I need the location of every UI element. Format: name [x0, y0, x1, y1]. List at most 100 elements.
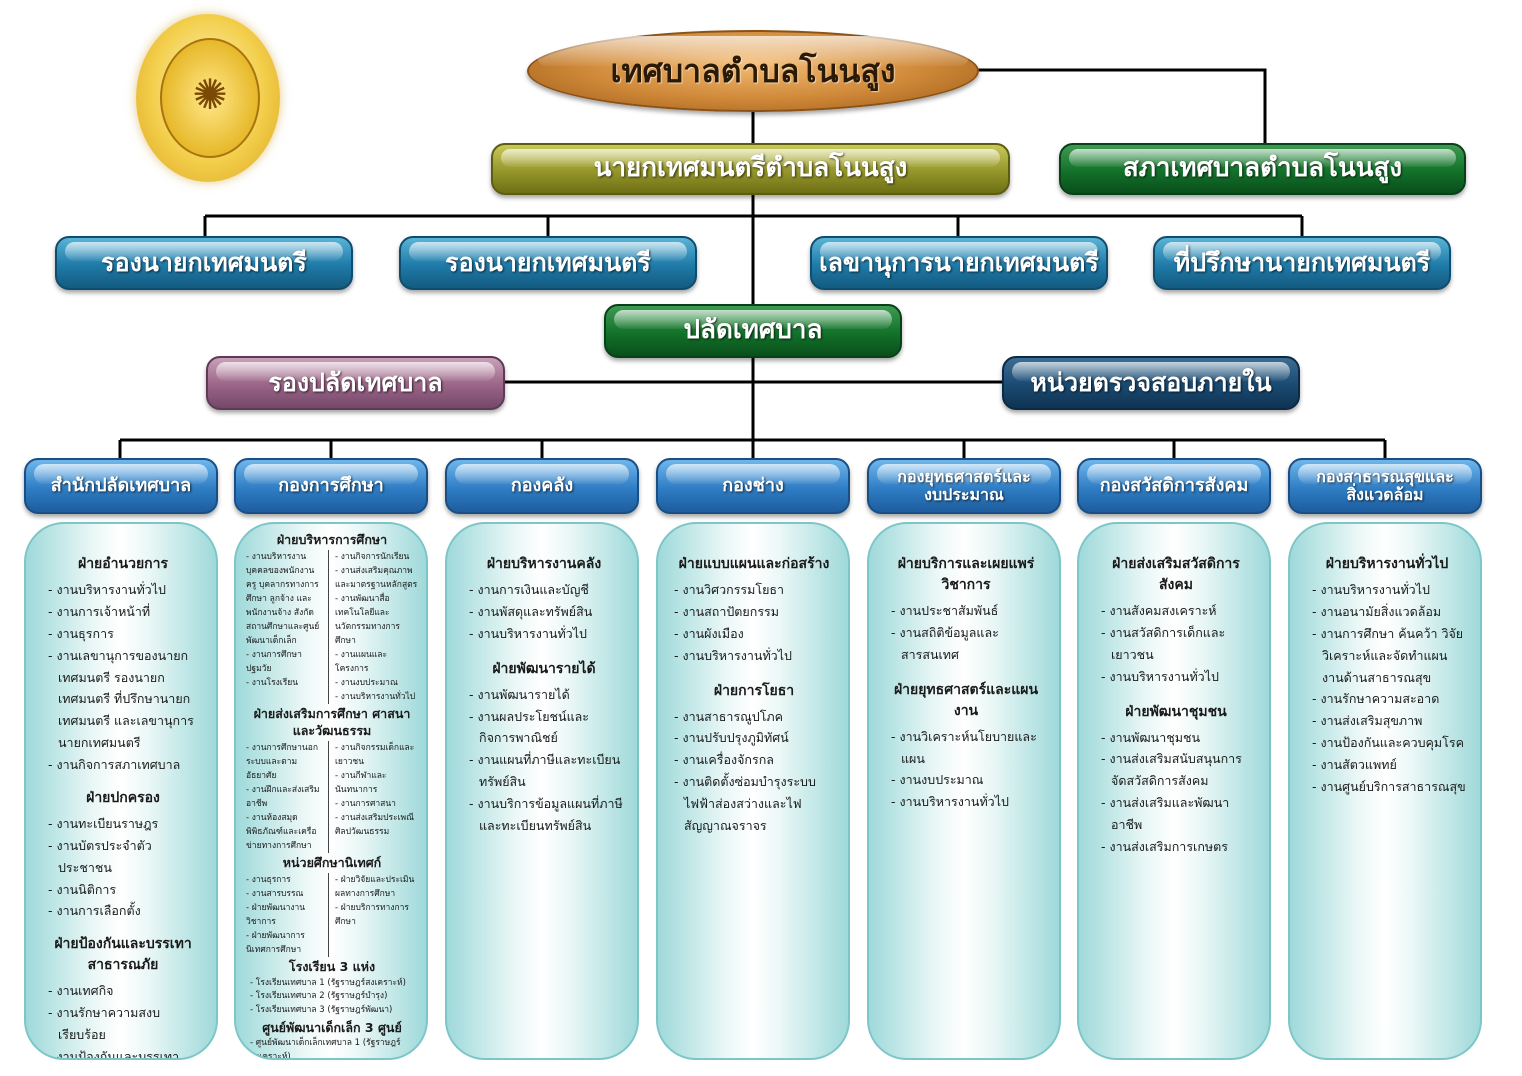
task-item: - งานธุรการ [48, 625, 114, 641]
mayor-secretary-box: เลขานุการนายกเทศมนตรี [810, 236, 1108, 290]
task-item: - งานรักษาความสงบเรียบร้อย [48, 1005, 160, 1042]
task-item: - งานพัฒนาสื่อเทคโนโลยีและนวัตกรรมทางการ… [335, 593, 400, 646]
task-list: - งานวิศวกรรมโยธา- งานสถาปัตยกรรม- งานผั… [670, 579, 838, 667]
task-item: - งานปรับปรุงภูมิทัศน์ [674, 730, 789, 746]
task-list: - งานพัฒนารายได้- งานผลประโยชน์และกิจการ… [465, 684, 623, 837]
task-item: - งานส่งเสริมสนับสนุนการจัดสวัสดิการสังค… [1101, 751, 1242, 789]
mayor-advisor-box: ที่ปรึกษานายกเทศมนตรี [1153, 236, 1451, 290]
section-heading: ศูนย์พัฒนาเด็กเล็ก 3 ศูนย์ [262, 1019, 402, 1035]
task-item: - งานห้องสมุด พิพิธภัณฑ์และเครือข่ายทางก… [246, 812, 317, 851]
division-3-box: กองคลัง [445, 458, 639, 514]
panel-finance: ฝ่ายบริหารงานคลัง - งานการเงินและบัญชี- … [445, 522, 639, 1060]
task-item: - งานฝึกและส่งเสริมอาชีพ [246, 784, 320, 809]
section-heading: ฝ่ายพัฒนาชุมชน [1125, 703, 1227, 720]
task-item: - งานกิจการนักเรียน [335, 551, 410, 562]
task-list: - งานทะเบียนราษฎร- งานบัตรประจำตัวประชาช… [44, 813, 202, 922]
task-item: - งานบัตรประจำตัวประชาชน [48, 837, 152, 875]
task-grid: - งานบริหารงานบุคคลของพนักงานครู บุคลากร… [246, 549, 418, 705]
task-list-right: - ฝ่ายวิจัยและประเมินผลทางการศึกษา- ฝ่าย… [335, 873, 418, 957]
division-1-box: สำนักปลัดเทศบาล [24, 458, 218, 514]
task-item: - งานการศึกษา ค้นคว้า วิจัย วิเคราะห์และ… [1312, 625, 1464, 685]
task-item: - งานวิศวกรรมโยธา [674, 582, 785, 597]
task-grid: - งานการศึกษานอกระบบและตามอัธยาศัย - งานฝ… [246, 740, 418, 853]
task-item: - งานผังเมือง [674, 625, 744, 641]
division-4-box: กองช่าง [656, 458, 850, 514]
task-item: - งานกิจการสภาเทศบาล [48, 757, 181, 772]
task-item: - งานส่งเสริมสุขภาพ [1312, 713, 1423, 729]
task-item: - ฝ่ายบริการทางการศึกษา [335, 902, 409, 927]
section-heading: ฝ่ายปกครอง [86, 789, 160, 806]
task-item: - งานสัตวแพทย์ [1312, 757, 1397, 772]
task-item: - งานสังคมสงเคราะห์ [1101, 603, 1217, 618]
section-heading: ฝ่ายยุทธศาสตร์และแผนงาน [893, 681, 1039, 719]
task-item: - งานศูนย์บริการสาธารณสุข [1312, 778, 1466, 794]
panel-public-health: ฝ่ายบริหารงานทั่วไป - งานบริหารงานทั่วไป… [1288, 522, 1482, 1060]
task-item: - งานการเจ้าหน้าที่ [48, 603, 151, 619]
task-item: - งานเลขานุการของนายกเทศมนตรี รองนายกเทศ… [48, 647, 194, 751]
task-list: - งานประชาสัมพันธ์- งานสถิติข้อมูลและสาร… [887, 600, 1045, 666]
section-heading: ฝ่ายพัฒนารายได้ [492, 660, 596, 677]
mayor-box: นายกเทศมนตรีตำบลโนนสูง [491, 143, 1010, 195]
task-item: - งานโรงเรียน [246, 678, 299, 689]
task-item: - งานแผนที่ภาษีและทะเบียนทรัพย์สิน [469, 752, 621, 790]
task-item: - งานนิติการ [48, 881, 117, 897]
task-item: - งานการเงินและบัญชี [469, 582, 589, 597]
division-7-box: กองสาธารณสุขและสิ่งแวดล้อม [1288, 458, 1482, 514]
task-list: - งานพัฒนาชุมชน - งานส่งเสริมสนับสนุนการจ… [1097, 727, 1255, 858]
task-item: - งานสาธารณูปโภค [674, 708, 784, 724]
task-item: - งานส่งเสริมคุณภาพและมาตรฐานหลักสูตร [335, 565, 418, 590]
section-heading: ฝ่ายป้องกันและบรรเทาสาธารณภัย [54, 936, 192, 974]
task-grid: - งานธุรการ - งานสารบรรณ - ฝ่ายพัฒนางานวิช… [246, 872, 418, 957]
task-item: - งานส่งเสริมประเพณีศิลปวัฒนธรรม [335, 812, 415, 837]
task-item: - งานอนามัยสิ่งแวดล้อม [1312, 603, 1442, 619]
division-6-box: กองสวัสดิการสังคม [1077, 458, 1271, 514]
task-item: - งานการเลือกตั้ง [48, 903, 141, 919]
panel-office-of-clerk: ฝ่ายอำนวยการ - งานบริหารงานทั่วไป - งานกา… [24, 522, 218, 1060]
section-heading: ฝ่ายแบบแผนและก่อสร้าง [678, 556, 830, 572]
section-heading: หน่วยศึกษานิเทศก์ [282, 854, 382, 870]
task-list: - งานเทศกิจ- งานรักษาความสงบเรียบร้อย- ง… [44, 980, 202, 1058]
task-item: - งานบริหารงานทั่วไป [1312, 582, 1430, 597]
section-heading: โรงเรียน 3 แห่ง [288, 958, 376, 974]
task-item: - งานประชาสัมพันธ์ [891, 603, 999, 618]
task-item: - โรงเรียนเทศบาล 1 (รัฐราษฎร์สงเคราะห์) [250, 977, 406, 988]
task-item: - งานการศึกษานอกระบบและตามอัธยาศัย [246, 742, 318, 781]
task-list: - งานการเงินและบัญชี- งานพัสดุและทรัพย์ส… [465, 579, 623, 645]
task-item: - งานบริหารงานทั่วไป [674, 647, 792, 663]
panel-social-welfare: ฝ่ายส่งเสริมสวัสดิการสังคม - งานสังคมสงเ… [1077, 522, 1271, 1060]
task-list: - งานสังคมสงเคราะห์ - งานสวัสดิการเด็กและ… [1097, 600, 1255, 688]
task-item: - ฝ่ายพัฒนางานวิชาการ [246, 902, 306, 927]
task-item: - งานกีฬาและนันทนาการ [335, 770, 387, 795]
task-item: - งานแผนและโครงการ [335, 649, 388, 674]
section-heading: ฝ่ายส่งเสริมการศึกษา ศาสนาและวัฒนธรรม [253, 706, 411, 738]
task-item: - งานสวัสดิการเด็กและเยาวชน [1101, 624, 1226, 662]
task-list: - งานสาธารณูปโภค - งานปรับปรุงภูมิทัศน์ - … [670, 706, 838, 837]
clerk-box: ปลัดเทศบาล [604, 304, 902, 358]
section-heading: ฝ่ายบริหารงานคลัง [486, 556, 602, 572]
task-item: - งานบริหารงานทั่วไป [469, 625, 587, 641]
seal-icon: ✺ [192, 70, 228, 119]
task-list-left: - งานธุรการ - งานสารบรรณ - ฝ่ายพัฒนางานวิช… [246, 872, 329, 957]
task-item: - งานบริหารงานทั่วไป [335, 692, 416, 703]
task-item: - งานสารบรรณ [246, 888, 304, 899]
task-item: - ฝ่ายพัฒนาการนิเทศการศึกษา [246, 930, 305, 955]
childcare-list: - ศูนย์พัฒนาเด็กเล็กเทศบาล 1 (รัฐราษฎร์ส… [246, 1037, 418, 1058]
task-item: - งานธุรการ [246, 874, 291, 885]
seal-emblem: ✺ [160, 38, 260, 158]
task-item: - งานวิเคราะห์นโยบายและแผน [891, 728, 1037, 766]
task-item: - งานเทศกิจ [48, 983, 114, 999]
task-list-right: - งานกิจกรรมเด็กและเยาวชน - งานกีฬาและนัน… [335, 741, 418, 853]
task-item: - งานติดตั้งซ่อมบำรุงระบบไฟฟ้าส่องสว่างแ… [674, 774, 816, 833]
council-box: สภาเทศบาลตำบลโนนสูง [1059, 143, 1466, 195]
task-item: - งานบริหารงานทั่วไป [891, 794, 1009, 810]
task-item: - งานงบประมาณ [335, 678, 398, 689]
task-list: - งานวิเคราะห์นโยบายและแผน- งานงบประมาณ-… [887, 726, 1045, 814]
task-item: - งานบริหารงานทั่วไป [48, 582, 166, 597]
task-item: - งานการศาสนา [335, 798, 396, 809]
section-heading: ฝ่ายบริการและเผยแพร่วิชาการ [897, 556, 1035, 593]
task-item: - งานพัฒนาชุมชน [1101, 729, 1200, 745]
school-list: - โรงเรียนเทศบาล 1 (รัฐราษฎร์สงเคราะห์)-… [246, 977, 418, 1018]
section-heading: ฝ่ายอำนวยการ [77, 556, 169, 572]
task-item: - งานบริหารงานทั่วไป [1101, 668, 1219, 684]
task-item: - งานกิจกรรมเด็กและเยาวชน [335, 742, 415, 767]
